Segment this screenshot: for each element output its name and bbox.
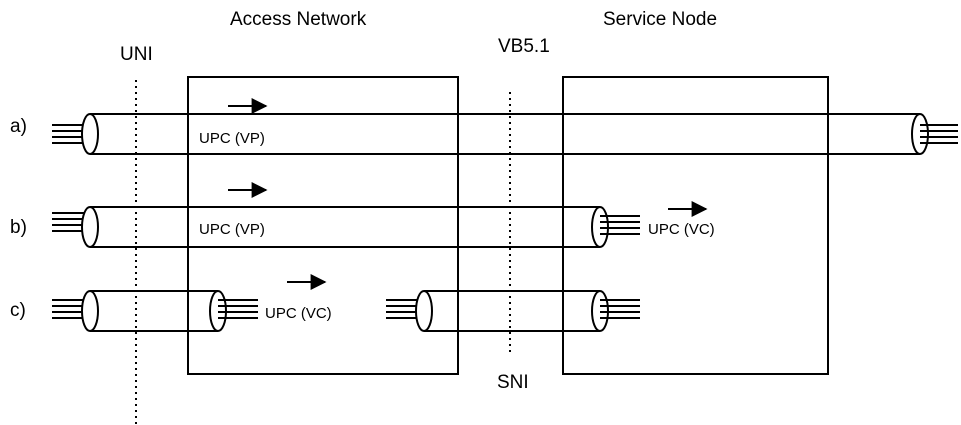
row-b-upc-vp-label: UPC (VP)	[199, 221, 265, 238]
row-c-upc-label: UPC (VC)	[265, 305, 332, 322]
service-node-box	[562, 76, 829, 375]
row-b-upc-vc-label: UPC (VC)	[648, 221, 715, 238]
row-a-right-wires	[920, 124, 958, 144]
uni-label: UNI	[120, 44, 153, 65]
row-c-sn-wires	[600, 299, 640, 319]
row-a-tag: a)	[10, 116, 27, 137]
sni-label: SNI	[497, 372, 529, 393]
row-c-an-in-wires	[218, 299, 258, 319]
row-b-right-wires	[600, 215, 640, 235]
row-a-left-vp-end	[81, 113, 99, 155]
service-node-title: Service Node	[603, 9, 717, 30]
row-b-tag: b)	[10, 217, 27, 238]
row-c-vc-connection: UPC (VC)	[52, 274, 640, 332]
row-c-tag: c)	[10, 300, 26, 321]
vb51-label: VB5.1	[498, 36, 550, 57]
row-c-an-out-vp-end	[415, 290, 433, 332]
access-network-title: Access Network	[230, 9, 367, 30]
row-a-vp-connection: UPC (VP)	[52, 98, 958, 155]
access-network-box	[187, 76, 459, 375]
row-c-left-vp-end	[81, 290, 99, 332]
row-a-right-vp-end	[911, 113, 929, 155]
row-b-left-vp-end	[81, 206, 99, 248]
row-a-upc-label: UPC (VP)	[199, 130, 265, 147]
row-b-vp-connection: UPC (VP) UPC (VC)	[52, 182, 715, 248]
